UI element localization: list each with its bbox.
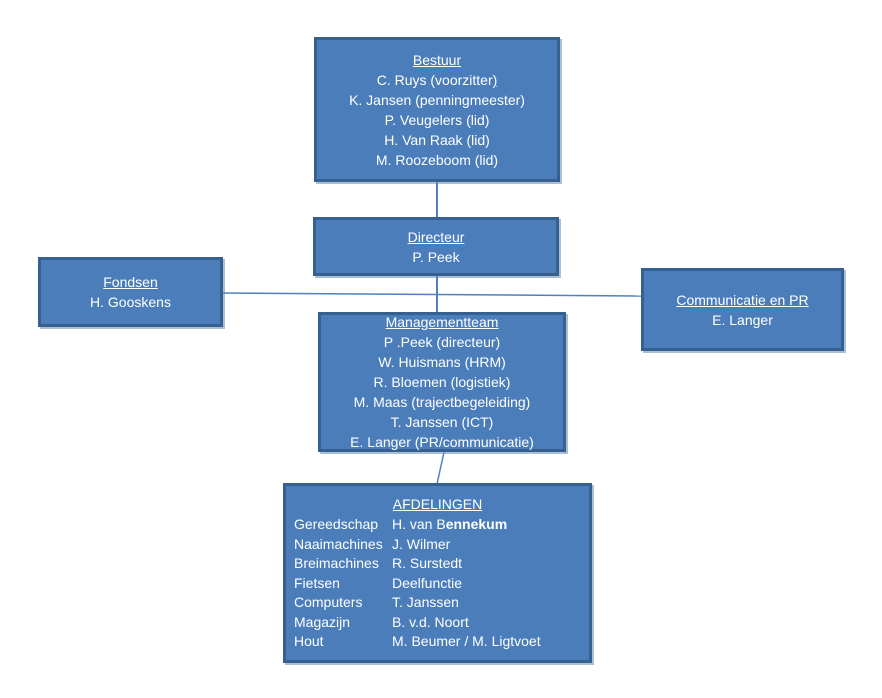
- afdelingen-dept: Magazijn: [294, 613, 351, 630]
- directeur-title: Directeur: [407, 228, 465, 245]
- afdelingen-row: Fietsen Deelfunctie: [294, 574, 581, 594]
- management-member: P .Peek (directeur): [383, 334, 501, 350]
- bestuur-title: Bestuur: [412, 51, 462, 68]
- management-title: Managementteam: [385, 314, 499, 330]
- communicatie-box: Communicatie en PR E. Langer: [641, 268, 844, 351]
- management-member: E. Langer (PR/communicatie): [350, 434, 534, 450]
- directeur-box: Directeur P. Peek: [313, 217, 559, 276]
- afdelingen-person: M. Beumer / M. Ligtvoet: [392, 633, 541, 649]
- management-member: T. Janssen (ICT): [390, 414, 494, 430]
- afdelingen-person: Deelfunctie: [392, 574, 463, 591]
- afdelingen-dept: Computers: [294, 594, 363, 610]
- afdelingen-person: B. v.d. Noort: [392, 613, 469, 630]
- afdelingen-row: Gereedschap H. van Bennekum: [294, 515, 581, 535]
- connector-management-afdelingen: [436, 451, 445, 485]
- afdelingen-row: Hout M. Beumer / M. Ligtvoet: [294, 632, 581, 652]
- afdelingen-person: T. Janssen: [392, 594, 459, 610]
- communicatie-member: E. Langer: [712, 311, 773, 328]
- directeur-member: P. Peek: [412, 248, 460, 265]
- afdelingen-row: Magazijn B. v.d. Noort: [294, 613, 581, 633]
- bestuur-member: M. Roozeboom (lid): [375, 151, 499, 168]
- afdelingen-dept: Gereedschap: [294, 516, 379, 532]
- management-box: Managementteam P .Peek (directeur) W. Hu…: [318, 312, 566, 452]
- fondsen-title: Fondsen: [103, 274, 158, 290]
- bestuur-member: C. Ruys (voorzitter): [376, 71, 498, 88]
- afdelingen-title: AFDELINGEN: [392, 495, 483, 512]
- afdelingen-row: Computers T. Janssen: [294, 593, 581, 613]
- fondsen-box: Fondsen H. Gooskens: [38, 257, 223, 327]
- afdelingen-dept: Breimachines: [294, 555, 379, 571]
- afdelingen-box: AFDELINGEN Gereedschap H. van Bennekum N…: [283, 483, 592, 663]
- connector-fondsen-communicatie: [222, 292, 642, 297]
- bestuur-member: P. Veugelers (lid): [384, 111, 490, 128]
- management-member: M. Maas (trajectbegeleiding): [353, 394, 531, 410]
- afdelingen-row: Naaimachines J. Wilmer: [294, 535, 581, 555]
- fondsen-member: H. Gooskens: [90, 294, 171, 310]
- afdelingen-dept: Hout: [294, 633, 324, 649]
- afdelingen-person: H. van Bennekum: [392, 516, 508, 532]
- afdelingen-dept: Fietsen: [294, 574, 340, 591]
- afdelingen-row: Breimachines R. Surstedt: [294, 554, 581, 574]
- bestuur-member: K. Jansen (penningmeester): [349, 91, 525, 108]
- afdelingen-person: J. Wilmer: [392, 535, 451, 552]
- afdelingen-dept: Naaimachines: [294, 535, 383, 552]
- management-member: W. Huismans (HRM): [378, 354, 506, 370]
- communicatie-title: Communicatie en PR: [676, 291, 809, 308]
- management-member: R. Bloemen (logistiek): [373, 374, 511, 390]
- afdelingen-person: R. Surstedt: [392, 555, 463, 571]
- bestuur-box: Bestuur C. Ruys (voorzitter) K. Jansen (…: [314, 37, 560, 182]
- bestuur-member: H. Van Raak (lid): [384, 131, 490, 148]
